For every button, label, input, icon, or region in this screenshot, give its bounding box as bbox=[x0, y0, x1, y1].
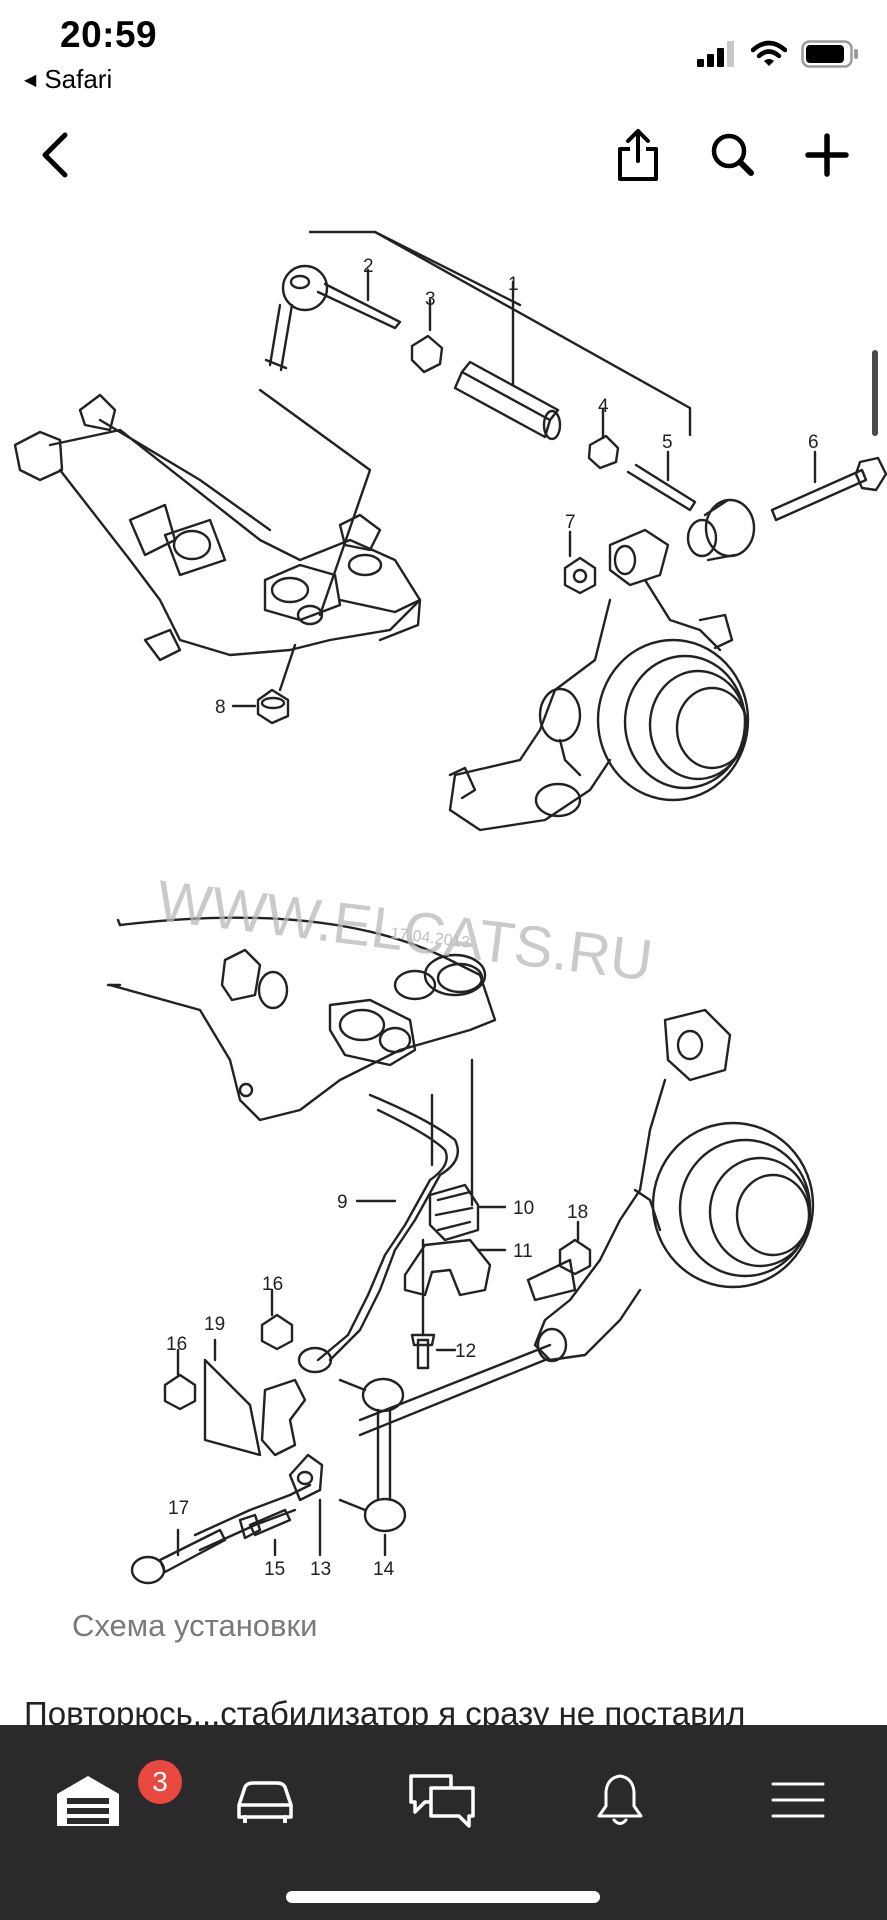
car-icon bbox=[237, 1781, 293, 1823]
share-icon[interactable] bbox=[593, 110, 683, 200]
part-number-5: 5 bbox=[662, 432, 673, 453]
part-number-3: 3 bbox=[425, 289, 436, 310]
article-content[interactable]: WWW.ELCATS.RU 17.04.2013 1 2 3 4 5 6 7 8… bbox=[0, 200, 887, 1725]
part-number-4: 4 bbox=[598, 396, 609, 417]
part-number-11: 11 bbox=[513, 1241, 533, 1262]
battery-icon bbox=[801, 40, 858, 68]
part-number-9: 9 bbox=[337, 1192, 348, 1213]
part-number-16b: 16 bbox=[166, 1334, 187, 1355]
tab-car[interactable] bbox=[205, 1750, 325, 1850]
back-triangle-icon: ◀ bbox=[24, 71, 37, 89]
garage-icon bbox=[57, 1776, 119, 1826]
part-number-13: 13 bbox=[310, 1559, 331, 1580]
part-number-6: 6 bbox=[808, 432, 819, 453]
part-number-7: 7 bbox=[565, 512, 576, 533]
search-icon[interactable] bbox=[688, 110, 778, 200]
tab-chat[interactable] bbox=[382, 1750, 502, 1850]
tab-bar: 3 bbox=[0, 1725, 887, 1920]
back-chevron-icon[interactable] bbox=[10, 110, 100, 200]
tab-notifications[interactable] bbox=[560, 1750, 680, 1850]
part-number-17: 17 bbox=[168, 1498, 189, 1519]
part-number-18: 18 bbox=[567, 1202, 588, 1223]
article-paragraph: Повторюсь...стабилизатор я сразу не пост… bbox=[24, 1695, 746, 1725]
menu-icon bbox=[771, 1782, 825, 1818]
image-caption: Схема установки bbox=[72, 1608, 318, 1643]
part-number-8: 8 bbox=[215, 697, 226, 718]
status-time: 20:59 bbox=[60, 14, 158, 55]
suspension-diagram-image: WWW.ELCATS.RU 17.04.2013 1 2 3 4 5 6 7 8… bbox=[13, 230, 887, 1585]
notification-badge: 3 bbox=[138, 1760, 182, 1804]
part-number-2: 2 bbox=[363, 256, 374, 277]
part-number-10: 10 bbox=[513, 1198, 534, 1219]
signal-icon bbox=[697, 41, 734, 67]
part-number-16a: 16 bbox=[262, 1274, 283, 1295]
part-number-14: 14 bbox=[373, 1559, 395, 1580]
scroll-indicator[interactable] bbox=[872, 350, 878, 436]
chat-icon bbox=[409, 1774, 475, 1828]
part-number-1: 1 bbox=[508, 274, 519, 295]
status-icons bbox=[697, 40, 859, 68]
plus-icon[interactable] bbox=[782, 110, 872, 200]
status-bar: 20:59 ◀ Safari bbox=[0, 0, 887, 110]
nav-bar bbox=[0, 110, 887, 200]
part-number-15: 15 bbox=[264, 1559, 285, 1580]
wifi-icon bbox=[751, 40, 787, 66]
part-number-19: 19 bbox=[204, 1314, 225, 1335]
back-to-safari[interactable]: ◀ Safari bbox=[24, 64, 112, 95]
tab-garage[interactable]: 3 bbox=[28, 1750, 182, 1850]
tab-menu[interactable] bbox=[738, 1750, 858, 1850]
bell-icon bbox=[597, 1774, 643, 1825]
part-number-12: 12 bbox=[455, 1341, 476, 1362]
home-indicator[interactable] bbox=[286, 1891, 600, 1903]
back-app-label: Safari bbox=[44, 64, 113, 94]
